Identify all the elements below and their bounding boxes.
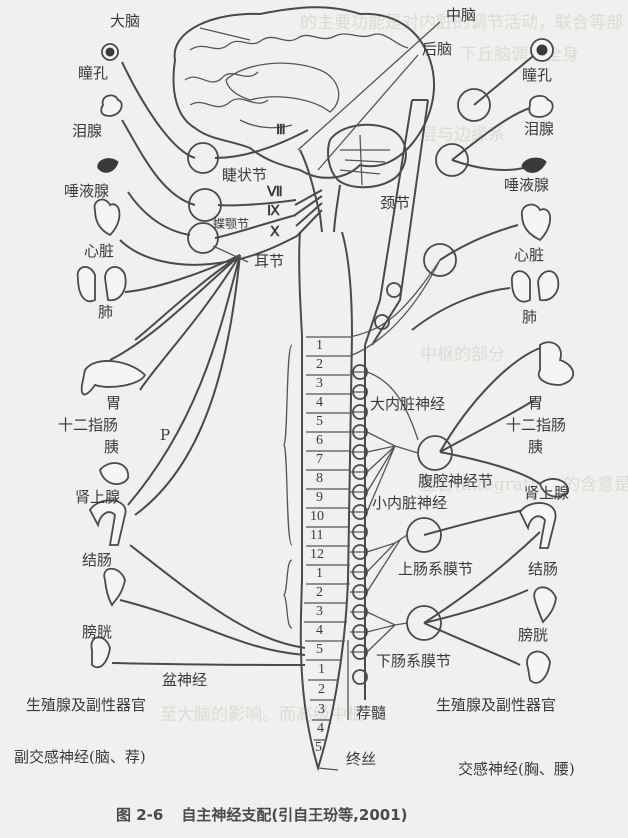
segment-t2: 2 <box>316 357 323 372</box>
label-midbrain: 中脑 <box>446 6 477 24</box>
label-cranial-nerve-7: Ⅶ <box>267 185 283 200</box>
label-left-pupil: 瞳孔 <box>78 64 109 82</box>
label-lesser-splanchnic-nerve: 小内脏神经 <box>372 494 448 512</box>
label-left-pancreas: 胰 <box>104 438 120 456</box>
label-right-gonads: 生殖腺及副性器官 <box>436 696 557 714</box>
label-left-lacrimal-gland: 泪腺 <box>72 122 103 140</box>
label-ciliary-ganglion: 睫状节 <box>222 166 268 184</box>
bleed-through-text: 的主要功能是对内脏的调节活动，联合等部 <box>300 13 623 33</box>
label-cervical-ganglion: 颈节 <box>380 194 411 212</box>
label-filum-terminale: 终丝 <box>346 750 377 768</box>
label-right-stomach: 胃 <box>528 394 544 412</box>
label-right-heart: 心脏 <box>514 246 545 264</box>
figure-title: 自主神经支配(引自王玢等,2001) <box>181 806 408 824</box>
label-left-gonads: 生殖腺及副性器官 <box>26 696 147 714</box>
bleed-through-text: 整合(integration)的含意是 <box>420 475 628 495</box>
bleed-through-text: 中枢的部分 <box>420 345 505 365</box>
label-left-stomach: 胃 <box>106 394 122 412</box>
label-parasympathetic-title: 副交感神经(脑、荐) <box>14 748 146 766</box>
label-left-salivary-gland: 唾液腺 <box>64 182 110 200</box>
label-right-colon: 结肠 <box>528 560 559 578</box>
segment-t1: 1 <box>316 338 323 353</box>
segment-t4: 4 <box>316 395 323 410</box>
label-otic-ganglion: 耳节 <box>254 252 285 270</box>
segment-l5: 5 <box>316 642 323 657</box>
label-left-adrenal-gland: 肾上腺 <box>75 488 121 506</box>
segment-s3: 3 <box>318 702 325 717</box>
label-right-adrenal-gland: 肾上腺 <box>524 484 570 502</box>
label-superior-mesenteric-ganglion: 上肠系膜节 <box>398 560 474 578</box>
label-right-duodenum: 十二指肠 <box>506 416 567 434</box>
segment-t7: 7 <box>316 452 323 467</box>
label-greater-splanchnic-nerve: 大内脏神经 <box>370 395 446 413</box>
label-right-lung: 肺 <box>522 308 538 326</box>
segment-s4: 4 <box>317 721 324 736</box>
label-nerve-p: P <box>160 426 171 444</box>
segment-t9: 9 <box>316 490 323 505</box>
figure-number: 图 2-6 <box>116 806 164 824</box>
label-celiac-ganglion: 腹腔神经节 <box>418 472 494 490</box>
segment-s2: 2 <box>318 682 325 697</box>
label-right-bladder: 膀胱 <box>518 626 549 644</box>
segment-t3: 3 <box>316 376 323 391</box>
bleed-through-text: 层与边缘系 <box>420 125 505 145</box>
segment-l2: 2 <box>316 585 323 600</box>
label-hindbrain: 后脑 <box>422 40 453 58</box>
label-sympathetic-title: 交感神经(胸、腰) <box>458 760 575 778</box>
label-left-lung: 肺 <box>98 303 114 321</box>
label-sacral-cord: 荐髓 <box>356 704 387 722</box>
spinal-cord-drawing <box>283 231 354 772</box>
segment-l4: 4 <box>316 623 323 638</box>
label-cerebrum: 大脑 <box>110 12 141 30</box>
label-right-pupil: 瞳孔 <box>522 66 553 84</box>
segment-l3: 3 <box>316 604 323 619</box>
segment-t6: 6 <box>316 433 323 448</box>
segment-t5: 5 <box>316 414 323 429</box>
segment-s5: 5 <box>315 740 322 755</box>
label-left-colon: 结肠 <box>82 551 113 569</box>
figure-caption: 图 2-6 自主神经支配(引自王玢等,2001) <box>116 804 426 825</box>
segment-l1: 1 <box>316 566 323 581</box>
label-pelvic-nerve: 盆神经 <box>162 671 208 689</box>
label-pterygopalatine-ganglion: 蝶颚节 <box>213 217 250 231</box>
label-cranial-nerve-3: Ⅲ <box>276 123 286 138</box>
segment-t8: 8 <box>316 471 323 486</box>
label-left-duodenum: 十二指肠 <box>58 416 119 434</box>
segment-s1: 1 <box>318 662 325 677</box>
segment-t12: 12 <box>310 547 324 562</box>
organs-left <box>76 43 147 669</box>
label-right-salivary-gland: 唾液腺 <box>504 176 550 194</box>
segment-t11: 11 <box>310 528 324 543</box>
label-cranial-nerve-10: Ⅹ <box>270 225 280 240</box>
segment-t10: 10 <box>310 509 324 524</box>
label-left-bladder: 膀胱 <box>82 623 113 641</box>
label-inferior-mesenteric-ganglion: 下肠系膜节 <box>376 652 452 670</box>
brain-drawing <box>172 6 441 237</box>
sympathetic-chain-drawing <box>349 51 541 700</box>
label-cranial-nerve-9: Ⅸ <box>267 204 280 219</box>
label-left-heart: 心脏 <box>84 242 115 260</box>
label-right-lacrimal-gland: 泪腺 <box>524 120 555 138</box>
parasympathetic-drawing <box>109 61 309 666</box>
label-right-pancreas: 胰 <box>528 438 544 456</box>
organs-right <box>511 38 575 684</box>
